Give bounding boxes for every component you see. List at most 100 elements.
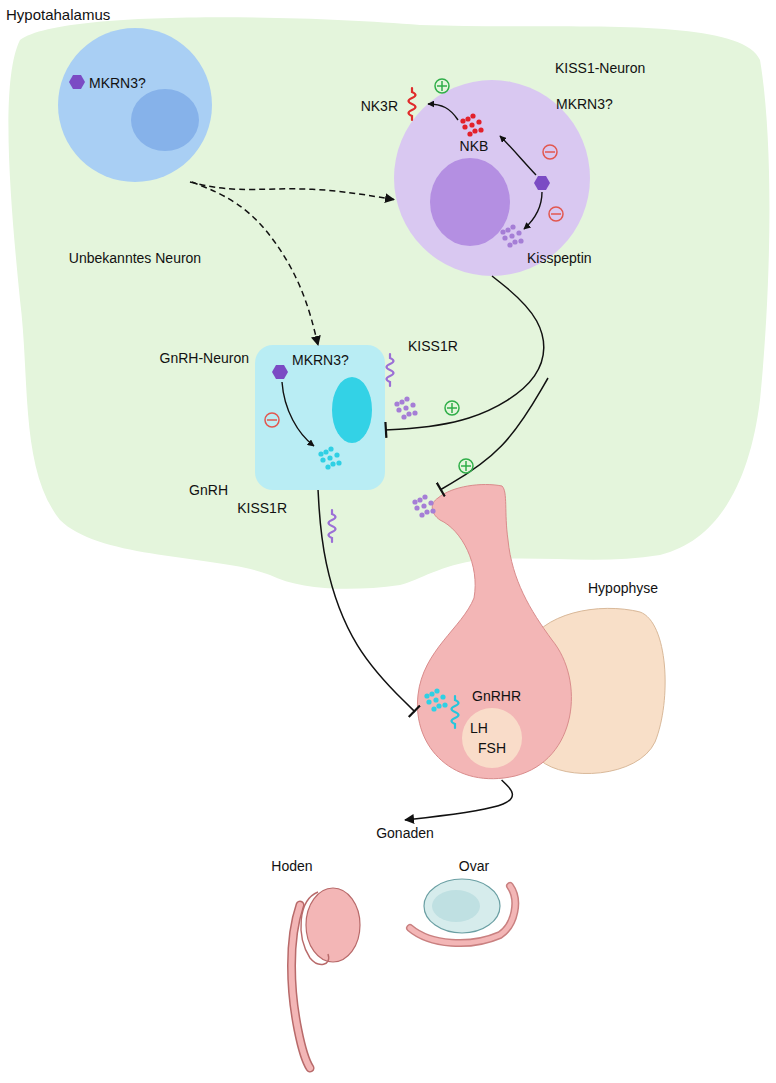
text-holder: KISS1R <box>408 338 458 354</box>
vesicle-dot <box>505 227 510 232</box>
vesicle-dot <box>510 224 515 229</box>
vesicle-dot <box>431 706 436 711</box>
node-outline <box>58 28 212 182</box>
decor-circle <box>445 401 459 415</box>
vesicle-dot <box>470 113 475 118</box>
text-holder: NKB <box>460 138 489 154</box>
inhibition-arrow <box>500 136 536 175</box>
text-holder: Unbekanntes Neuron <box>69 250 201 266</box>
connector <box>192 182 318 345</box>
vesicle-dot <box>414 505 419 510</box>
decor-path <box>447 403 457 413</box>
decor-path <box>551 213 561 215</box>
vesicle-dot <box>436 703 441 708</box>
outline-circle <box>58 28 212 182</box>
gnrh-neuron: GnRH-NeuronMKRN3?KISS1RGnRHKISS1R <box>255 345 385 490</box>
vesicle-dot <box>325 464 330 469</box>
vesicle-dot <box>509 233 514 238</box>
node-label: Hypotahalamus <box>6 6 110 23</box>
vesicle-clusters <box>318 113 523 711</box>
vesicle-dot <box>469 122 474 127</box>
outline-rect <box>255 345 385 490</box>
vesicle-dot <box>401 414 406 419</box>
mkrn3-hexagon <box>272 365 288 379</box>
receptor-symbol <box>329 510 336 542</box>
vesicle-dot <box>426 699 431 704</box>
text-holder: MKRN3? <box>556 96 613 112</box>
vesicle-dot <box>323 449 328 454</box>
decor-path <box>437 81 447 91</box>
vesicle-dot <box>478 127 483 132</box>
connector-group <box>190 182 394 200</box>
vesicle-dot <box>404 396 409 401</box>
vesicle-dot <box>320 457 325 462</box>
decor-circle <box>459 459 473 473</box>
vesicle-dot <box>419 512 424 517</box>
vesicle-dot <box>500 229 505 234</box>
outline-path <box>301 892 329 964</box>
vesicle-dot <box>434 688 439 693</box>
vesicle-dot <box>465 116 470 121</box>
nucleus <box>332 377 372 443</box>
text-holder: KISS1R <box>237 500 287 516</box>
node-label: Ovar <box>459 858 489 874</box>
vesicle-dot <box>512 239 517 244</box>
vesicle-dot <box>428 500 433 505</box>
gonads-group: HodenOvarGonaden <box>255 820 535 1080</box>
vesicle-dot <box>403 405 408 410</box>
outline-path <box>8 17 769 589</box>
decor-circle <box>265 413 279 427</box>
vesicle-dot <box>396 407 401 412</box>
vesicle-dot <box>412 499 417 504</box>
vesicle-dot <box>472 128 477 133</box>
text-holder: GnRHR <box>472 688 521 704</box>
vesicle-dot <box>440 694 445 699</box>
node-label: GnRH-Neuron <box>160 350 249 366</box>
text-holder: GnRH <box>189 482 228 498</box>
node-label: KISS1R <box>237 500 287 516</box>
decor-path <box>267 419 277 421</box>
connector-group <box>192 182 318 345</box>
text-holder: MKRN3? <box>89 75 146 91</box>
node-label: GnRH <box>189 482 228 498</box>
vesicle-dot <box>406 411 411 416</box>
node-outline <box>270 878 365 1073</box>
activation-arrow <box>428 104 458 120</box>
node-label: MKRN3? <box>292 352 349 368</box>
vesicle-dot <box>410 402 415 407</box>
nucleus <box>430 158 510 246</box>
pituitary: HypophyseGnRHRLHFSH <box>415 480 675 780</box>
connector <box>190 182 394 200</box>
connector-branch <box>440 378 548 490</box>
vesicle-dot <box>327 455 332 460</box>
text-holder: Hoden <box>271 858 312 874</box>
text-holder: Hypotahalamus <box>6 6 110 23</box>
vesicle-dot <box>467 131 472 136</box>
vesicle-dot <box>328 446 333 451</box>
node-outline <box>415 480 675 780</box>
node-label: Hoden <box>271 858 312 874</box>
vesicle-dot <box>318 451 323 456</box>
decor-circle <box>435 79 449 93</box>
connector-group <box>385 276 548 490</box>
ovary: Ovar <box>400 875 525 945</box>
decor-circle <box>549 207 563 221</box>
node-label: GnRHR <box>472 688 521 704</box>
vesicle-dot <box>507 242 512 247</box>
nucleus <box>131 89 199 151</box>
receptor-symbols <box>329 88 459 728</box>
vesicle-dot <box>518 238 523 243</box>
vesicle-dot <box>336 460 341 465</box>
vesicle-dot <box>417 497 422 502</box>
node-label: NK3R <box>361 98 398 114</box>
text-holder: GnRH-Neuron <box>160 350 249 366</box>
outline-ellipse <box>424 879 500 933</box>
node-label: Gonaden <box>376 825 434 841</box>
vesicle-dot <box>433 697 438 702</box>
vesicle-dot <box>516 230 521 235</box>
node-label: MKRN3? <box>89 75 146 91</box>
vesicle-dot <box>394 401 399 406</box>
inhibition-arrow <box>282 382 314 446</box>
